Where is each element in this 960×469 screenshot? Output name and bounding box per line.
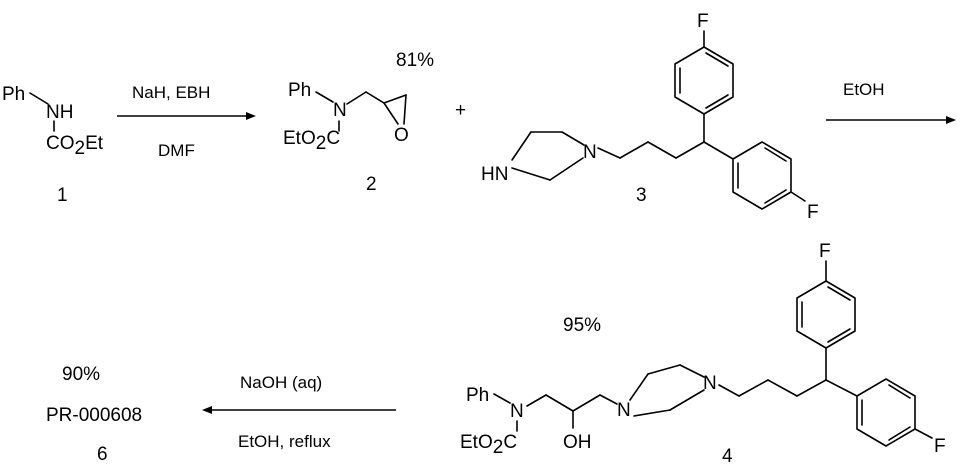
c4-bottom-ring-db1	[888, 384, 911, 399]
r1-reagent-top: NaH, EBH	[132, 83, 210, 102]
c3-top-ring	[674, 46, 734, 115]
c2-epoxide-cc	[383, 94, 407, 104]
c2-n-label: N	[333, 100, 347, 121]
c4-pip-4	[633, 409, 671, 417]
c4-eto2c-label: EtO2C	[460, 432, 517, 458]
c3-hn-label: HN	[481, 164, 508, 185]
c6-number: 6	[97, 444, 108, 465]
compound-1: Ph NH CO2Et 1	[2, 84, 104, 206]
c2-eto2c-label: EtO2C	[283, 128, 340, 154]
c2-bond-n-ch2	[346, 91, 367, 105]
compound-4: F F N N OH N Ph	[460, 241, 946, 467]
compound-6: 90% PR-000608 6	[46, 364, 142, 465]
c3-f-bottom-label: F	[807, 202, 819, 223]
r3-yield: 90%	[62, 364, 100, 385]
c4-chain-4	[718, 384, 740, 397]
c4-pip-5	[669, 389, 705, 411]
c4-top-ring	[796, 280, 856, 349]
c2-o-label: O	[394, 125, 409, 146]
c1-ph-label: Ph	[2, 84, 25, 105]
c3-chain-2	[647, 141, 677, 159]
c4-link-3	[545, 394, 574, 412]
c3-bottom-ring-db2	[764, 189, 787, 204]
c4-f-top-label: F	[819, 241, 831, 262]
c2-bond-ph-n	[315, 91, 334, 103]
c3-pip-1	[561, 131, 585, 146]
c4-link-1	[599, 394, 618, 405]
c3-top-ring-db1	[705, 52, 729, 67]
c3-bond-ring-f-bottom	[790, 191, 806, 202]
r1-arrow-head	[246, 112, 256, 120]
c4-pip-1	[679, 364, 705, 378]
c3-f-top-label: F	[697, 11, 709, 32]
reaction-arrow-1: NaH, EBH DMF	[117, 83, 256, 160]
c4-number: 4	[722, 446, 733, 467]
reaction-arrow-2: EtOH	[826, 80, 956, 124]
c2-number: 2	[366, 174, 377, 195]
c3-bottom-ring	[732, 141, 792, 210]
c4-chain-2	[767, 379, 798, 397]
c4-top-ring-db2	[827, 328, 851, 343]
c1-bond-ph-n	[29, 92, 49, 105]
c3-bottom-ring-db1	[764, 147, 787, 162]
compound-2: Ph N O EtO2C 2	[283, 80, 409, 195]
c1-number: 1	[57, 185, 68, 206]
c4-chain-3	[738, 379, 769, 397]
c3-top-ring-db2	[705, 94, 729, 109]
r1-reagent-bottom: DMF	[158, 141, 195, 160]
c3-chain-4	[597, 147, 621, 159]
c2-bond-ch2-epoxide	[365, 91, 385, 104]
c1-nh-label: NH	[46, 102, 73, 123]
c3-bond-ch-ring-bottom	[703, 141, 734, 160]
c4-link-2	[572, 394, 601, 412]
c2-epoxide-co2	[403, 94, 407, 125]
c4-bond-ring-f-bottom	[914, 428, 933, 439]
r2-arrow-head	[946, 116, 956, 124]
c4-bond-ch-ring-bottom	[825, 379, 858, 397]
c4-oh-label: OH	[563, 432, 592, 453]
c4-link-4	[526, 394, 547, 407]
reaction-arrow-3: NaOH (aq) EtOH, reflux	[202, 373, 396, 451]
c4-bottom-ring	[856, 378, 916, 447]
c4-ph-label: Ph	[466, 385, 489, 406]
c4-bond-ph-n	[493, 393, 511, 404]
r2-yield: 95%	[563, 315, 601, 336]
c4-pip-3	[629, 373, 649, 401]
r3-arrow-head	[202, 406, 212, 414]
c3-chain-3	[619, 141, 649, 159]
c2-ph-label: Ph	[288, 80, 311, 101]
c3-pip-3	[511, 131, 532, 161]
c4-f-bottom-label: F	[934, 436, 946, 457]
r3-reagent-bottom: EtOH, reflux	[238, 432, 331, 451]
c2-epoxide-co1	[383, 102, 399, 125]
r3-reagent-top: NaOH (aq)	[240, 373, 322, 392]
c4-n-amide-label: N	[510, 401, 524, 422]
c4-n-pip2-label: N	[703, 373, 717, 394]
c3-chain-1	[675, 141, 705, 159]
c3-number: 3	[636, 185, 647, 206]
c6-name: PR-000608	[46, 405, 142, 426]
compound-3: F F N HN 3	[481, 11, 819, 223]
c4-bottom-ring-db2	[888, 426, 911, 441]
c4-chain-1	[796, 379, 827, 397]
c4-n-pip1-label: N	[617, 400, 631, 421]
c3-n-label: N	[583, 142, 597, 163]
plus-sign: +	[455, 100, 466, 121]
c3-pip-4	[511, 167, 551, 181]
c4-pip-2	[647, 364, 681, 375]
r1-yield: 81%	[396, 50, 434, 71]
r2-reagent-top: EtOH	[843, 80, 885, 99]
c4-top-ring-db1	[827, 286, 851, 301]
c1-co2et-label: CO2Et	[46, 133, 104, 159]
c3-pip-5	[549, 157, 584, 181]
